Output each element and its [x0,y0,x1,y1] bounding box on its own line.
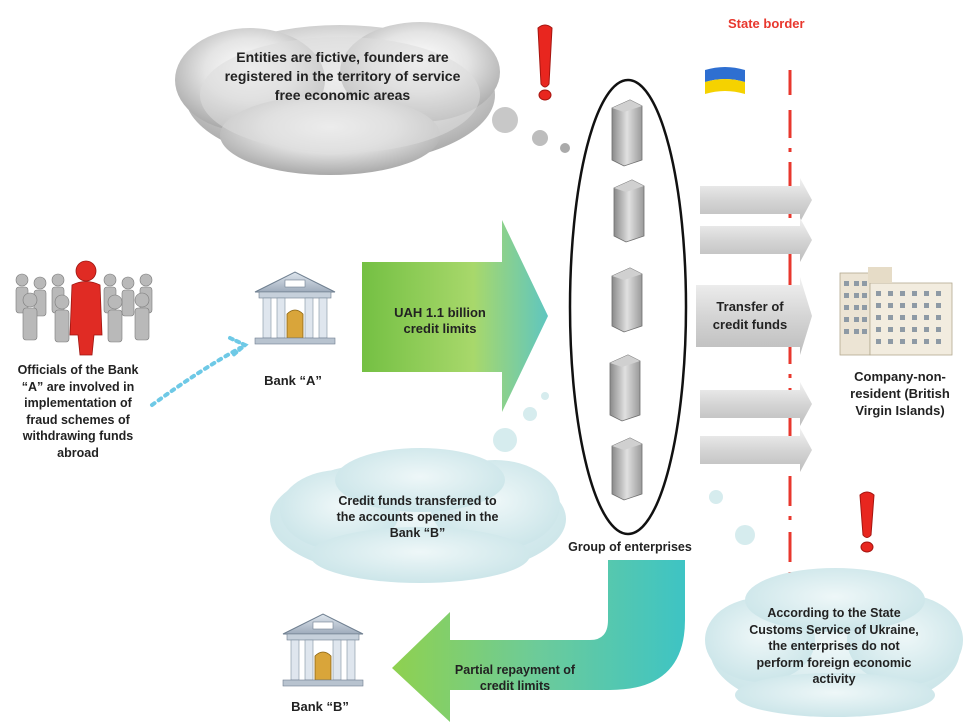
ukraine-flag-icon [705,67,745,94]
cloud-customs-shape [705,490,963,717]
officials-label: Officials of the Bank “A” are involved i… [17,363,139,460]
bank-b-label: Bank “B” [291,699,349,714]
cloud-fictive-shape [175,22,570,175]
cloud-customs-text: According to the State Customs Service o… [749,606,919,686]
arrow-credit-label: UAH 1.1 billion credit limits [394,305,486,336]
officials-to-bank-arrow [150,336,249,407]
exclamation-icon-bottom [859,491,875,553]
arrow-partial-repayment [392,560,685,722]
state-border-label: State border [728,16,805,31]
enterprises-group-ellipse [568,78,688,536]
cloud-credit-funds-text: Credit funds transferred to the accounts… [336,494,499,540]
transfer-arrows [696,178,812,472]
repayment-label: Partial repayment of credit limits [454,663,576,693]
bank-b-icon [282,613,364,687]
arrow-credit-limits [362,220,548,412]
enterprise-building-icons [609,99,645,501]
group-enterprises-label: Group of enterprises [568,540,692,554]
company-building-icon [839,267,953,356]
cloud-fictive-text: Entities are fictive, founders are regis… [224,49,461,103]
bank-a-label: Bank “A” [264,373,322,388]
exclamation-icon-top [537,24,553,101]
officials-group-icon [15,260,153,356]
cloud-credit-funds-shape [270,392,566,583]
company-label: Company-non- resident (British Virgin Is… [850,369,950,418]
transfer-label: Transfer of credit funds [712,299,788,332]
bank-a-icon [254,271,336,345]
